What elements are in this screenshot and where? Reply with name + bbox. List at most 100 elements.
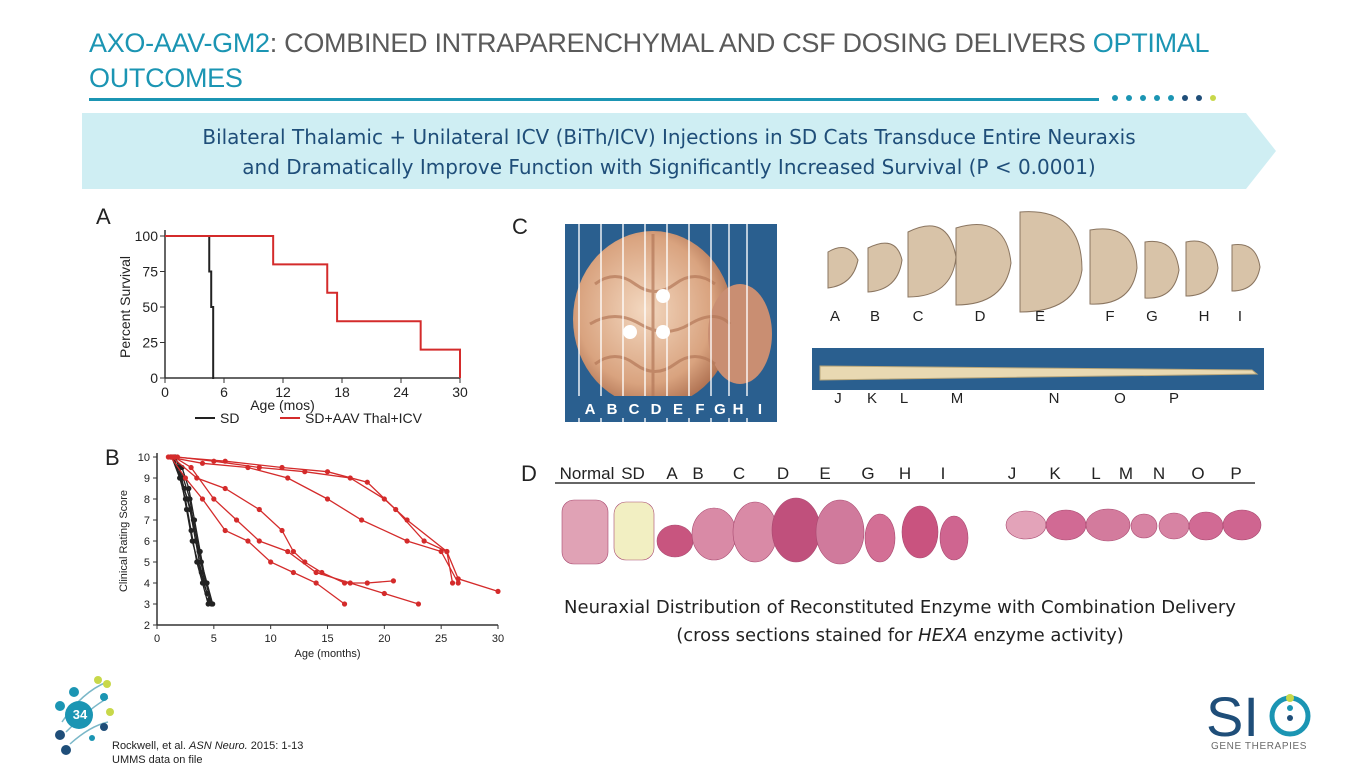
stain-label: C bbox=[733, 464, 745, 483]
slice-label: E bbox=[1035, 308, 1045, 325]
score-point bbox=[222, 527, 228, 534]
banner-text: Bilateral Thalamic + Unilateral ICV (BiT… bbox=[82, 122, 1256, 182]
score-point bbox=[256, 538, 262, 544]
strip-label: B bbox=[607, 401, 618, 418]
score-point bbox=[199, 460, 206, 466]
strip-label: H bbox=[733, 401, 744, 418]
cord-label: O bbox=[1114, 390, 1126, 407]
survival-line-treated bbox=[165, 235, 461, 378]
title-middle: : COMBINED INTRAPARENCHYMAL AND CSF DOSI… bbox=[269, 28, 1093, 58]
strip-label-bar bbox=[565, 396, 777, 418]
y-tick-label: 100 bbox=[135, 228, 159, 244]
figure-caption: Neuraxial Distribution of Reconstituted … bbox=[510, 594, 1290, 650]
logo-subtitle: GENE THERAPIES bbox=[1211, 741, 1308, 752]
caption-line-2-post: enzyme activity) bbox=[967, 625, 1124, 646]
banner-line-2: and Dramatically Improve Function with S… bbox=[242, 155, 1096, 179]
score-point bbox=[415, 601, 422, 607]
y-axis-label: Percent Survival bbox=[117, 256, 133, 358]
score-point bbox=[285, 548, 291, 555]
x-tick-label: 0 bbox=[161, 384, 169, 400]
strip-label: F bbox=[695, 401, 704, 418]
score-point bbox=[211, 458, 217, 464]
score-point bbox=[222, 485, 228, 492]
score-point bbox=[177, 475, 183, 481]
company-logo: SI bbox=[1206, 686, 1311, 748]
stain-label: N bbox=[1153, 464, 1165, 483]
score-point bbox=[233, 517, 240, 523]
panel-b-label: B bbox=[105, 445, 120, 470]
y-tick-label: 6 bbox=[144, 536, 150, 548]
score-point bbox=[211, 496, 217, 502]
x-tick-label: 18 bbox=[334, 384, 350, 400]
stained-sections-photo bbox=[561, 497, 1262, 565]
score-point bbox=[199, 496, 206, 502]
score-point bbox=[196, 548, 202, 555]
cord-label: L bbox=[900, 390, 908, 407]
stain-label: H bbox=[899, 464, 911, 483]
citation-journal: ASN Neuro. bbox=[189, 740, 248, 752]
score-point bbox=[204, 590, 210, 597]
stain-label: I bbox=[941, 464, 946, 483]
y-axis-label: Clinical Rating Score bbox=[118, 490, 130, 592]
caption-gene-name: HEXA bbox=[918, 625, 968, 646]
score-point bbox=[222, 458, 228, 464]
score-point bbox=[171, 454, 177, 460]
logo-letters: SI bbox=[1206, 686, 1259, 748]
x-tick-label: 20 bbox=[378, 633, 390, 645]
score-line bbox=[173, 456, 499, 593]
slice-label: B bbox=[870, 308, 880, 325]
score-point bbox=[190, 517, 196, 523]
strip-label: G bbox=[714, 401, 726, 418]
y-tick-label: 50 bbox=[142, 299, 158, 315]
title-emphasis: OPTIMAL OUTCOMES bbox=[89, 28, 1209, 93]
score-point bbox=[256, 464, 262, 471]
x-tick-label: 15 bbox=[321, 633, 333, 645]
title-rule bbox=[89, 98, 1099, 101]
stain-label: D bbox=[777, 464, 789, 483]
strip-label: E bbox=[673, 401, 683, 418]
stain-label: K bbox=[1049, 464, 1061, 483]
citation-author: Rockwell, et al. bbox=[112, 740, 190, 752]
strip-label: A bbox=[585, 401, 596, 418]
y-tick-label: 9 bbox=[144, 473, 150, 485]
score-point bbox=[210, 601, 216, 607]
score-point bbox=[444, 548, 450, 555]
summary-banner: Bilateral Thalamic + Unilateral ICV (BiT… bbox=[82, 113, 1276, 189]
caption-line-2-pre: (cross sections stained for bbox=[676, 625, 919, 646]
x-axis-label: Age (mos) bbox=[250, 397, 315, 413]
score-point bbox=[381, 590, 387, 597]
stain-label: SD bbox=[621, 464, 645, 483]
score-point bbox=[449, 580, 456, 586]
score-point bbox=[182, 475, 189, 481]
y-tick-label: 8 bbox=[144, 494, 150, 506]
cord-label: J bbox=[834, 390, 842, 407]
score-point bbox=[455, 580, 461, 586]
score-point bbox=[290, 569, 296, 576]
score-point bbox=[285, 475, 291, 481]
slice-label: C bbox=[913, 308, 924, 325]
cord-label: K bbox=[867, 390, 877, 407]
score-point bbox=[495, 588, 501, 594]
y-tick-label: 75 bbox=[142, 264, 158, 280]
score-point bbox=[404, 538, 410, 544]
stain-label: E bbox=[819, 464, 830, 483]
legend-label-treated: SD+AAV Thal+ICV bbox=[305, 410, 423, 426]
caption-line-1: Neuraxial Distribution of Reconstituted … bbox=[564, 597, 1236, 618]
y-tick-label: 25 bbox=[142, 335, 158, 351]
y-tick-label: 10 bbox=[138, 452, 150, 464]
stain-label: L bbox=[1091, 464, 1100, 483]
y-tick-label: 3 bbox=[144, 599, 150, 611]
stain-label: A bbox=[666, 464, 678, 483]
y-tick-label: 5 bbox=[144, 557, 150, 569]
x-tick-label: 10 bbox=[265, 633, 277, 645]
slice-label: I bbox=[1238, 308, 1242, 325]
y-tick-label: 0 bbox=[150, 370, 158, 386]
score-point bbox=[364, 580, 370, 586]
x-tick-label: 24 bbox=[393, 384, 409, 400]
title-product: AXO-AAV-GM2 bbox=[89, 28, 270, 58]
caption-line-2: (cross sections stained for HEXA enzyme … bbox=[510, 622, 1290, 650]
